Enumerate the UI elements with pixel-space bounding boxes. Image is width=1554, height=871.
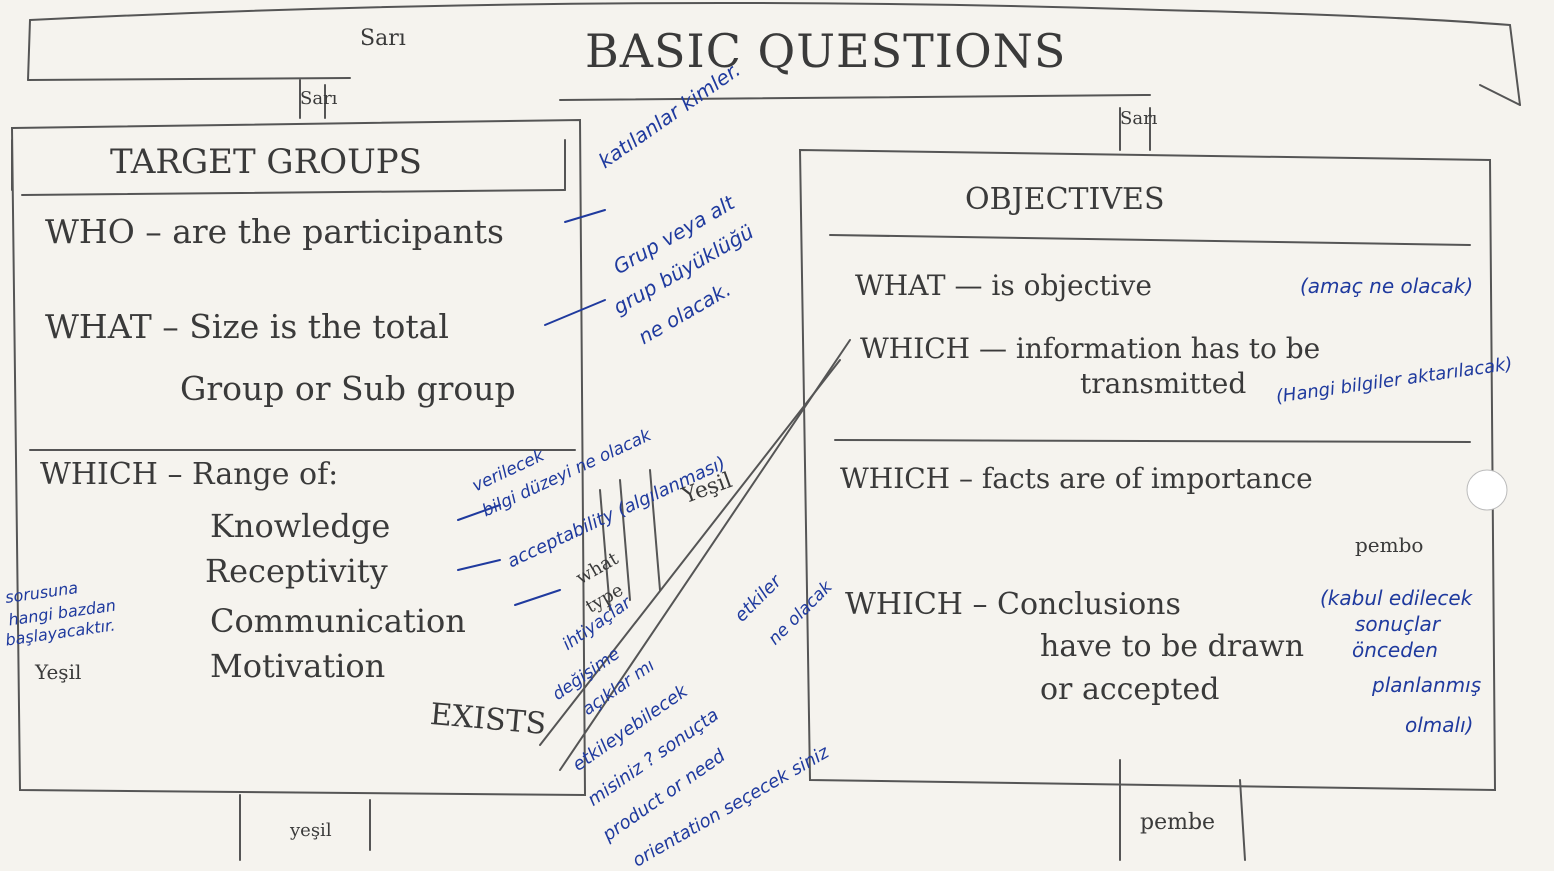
row-which: WHICH – Range of: bbox=[40, 457, 339, 492]
row4-note-1: (kabul edilecek bbox=[1320, 586, 1473, 610]
row-which-conclusions-line1: WHICH – Conclusions bbox=[845, 587, 1181, 622]
right-bottom-note: pembe bbox=[1140, 810, 1216, 835]
pembo-label: pembo bbox=[1355, 533, 1424, 557]
item-motivation: Motivation bbox=[210, 647, 386, 685]
row4-note-3: önceden bbox=[1352, 638, 1438, 662]
item-knowledge: Knowledge bbox=[210, 507, 391, 545]
row-what-line1: WHAT – Size is the total bbox=[45, 307, 449, 346]
row4-note-5: olmalı) bbox=[1405, 713, 1474, 737]
row-what-objective: WHAT — is objective bbox=[855, 269, 1152, 302]
left-panel-title: TARGET GROUPS bbox=[110, 142, 422, 182]
left-bottom-note: yeşil bbox=[290, 820, 332, 841]
row-which-information-line1: WHICH — information has to be bbox=[860, 332, 1321, 365]
annotation-left-yesil: Yeşil bbox=[35, 660, 82, 684]
row4-note-2: sonuçlar bbox=[1355, 612, 1441, 636]
row1-note: (amaç ne olacak) bbox=[1300, 274, 1474, 298]
row-which-information-line2: transmitted bbox=[1080, 367, 1247, 400]
note-sari-right: Sarı bbox=[1120, 108, 1158, 129]
note-sari-top: Sarı bbox=[360, 26, 406, 51]
item-communication: Communication bbox=[210, 602, 466, 640]
header-frame bbox=[29, 1, 1521, 106]
left-panel-frame bbox=[10, 118, 587, 797]
row-which-conclusions-line2: have to be drawn bbox=[1040, 629, 1305, 664]
right-panel-frame bbox=[798, 148, 1497, 792]
row-what-line2: Group or Sub group bbox=[180, 369, 516, 408]
right-panel-title: OBJECTIVES bbox=[965, 182, 1165, 217]
row-which-facts: WHICH – facts are of importance bbox=[840, 462, 1313, 495]
row-which-conclusions-line3: or accepted bbox=[1040, 672, 1220, 707]
page-title: BASIC QUESTIONS bbox=[585, 24, 1067, 78]
punch-hole bbox=[1466, 469, 1508, 511]
row-who: WHO – are the participants bbox=[45, 212, 504, 251]
row4-note-4: planlanmış bbox=[1372, 673, 1482, 697]
note-sari-left: Sarı bbox=[300, 88, 338, 109]
item-receptivity: Receptivity bbox=[205, 552, 388, 590]
